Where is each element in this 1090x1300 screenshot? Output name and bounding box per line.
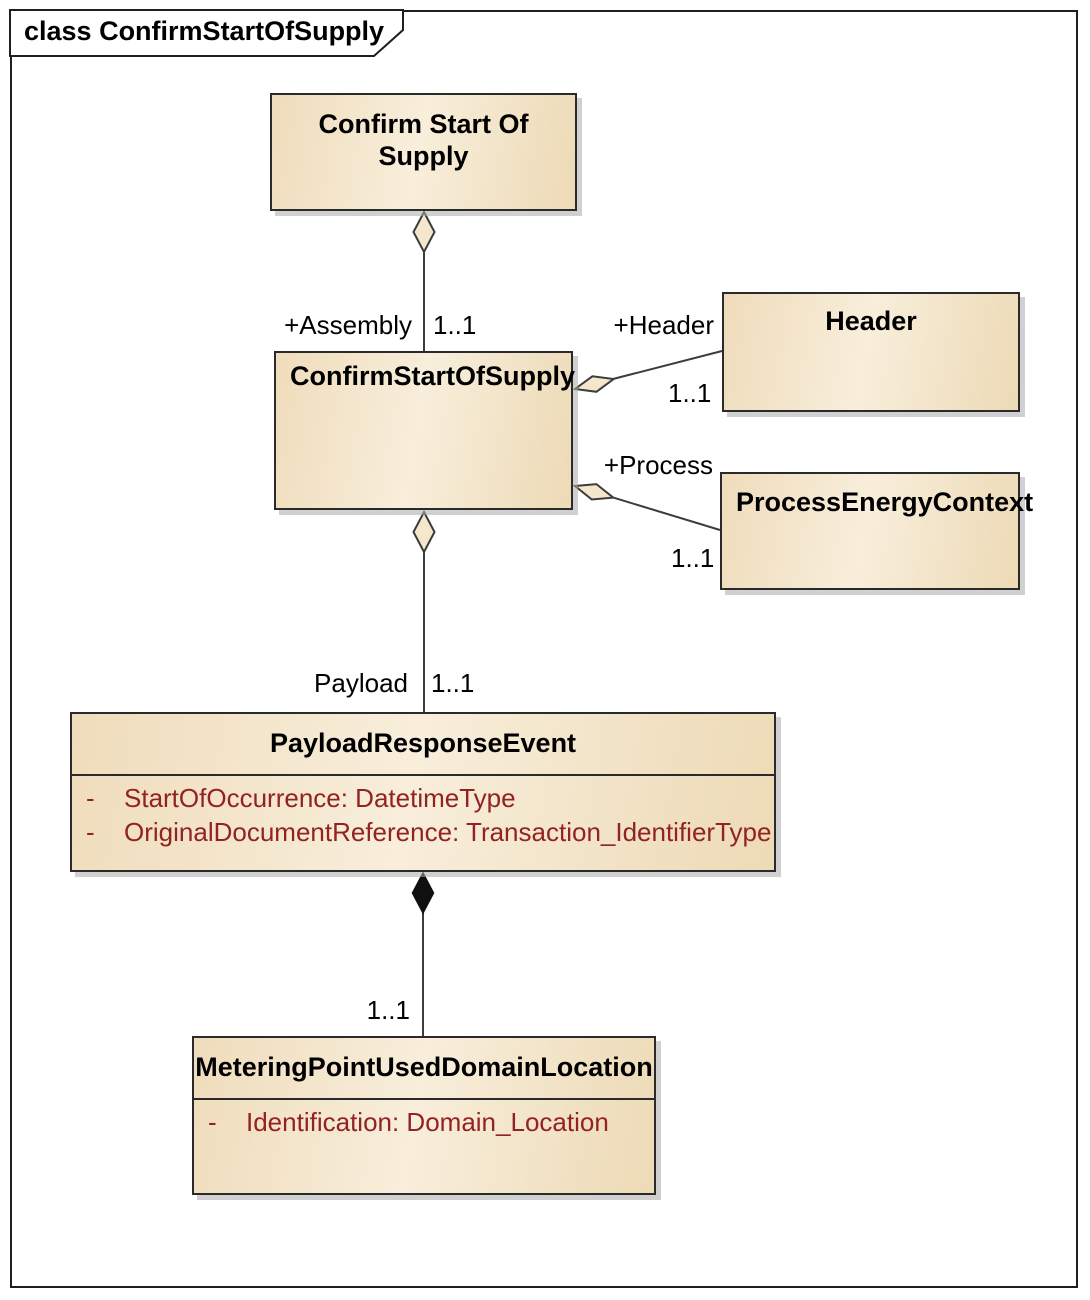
aggregation-diamond-icon bbox=[572, 483, 616, 501]
edge-process-aggregation[interactable] bbox=[572, 483, 721, 531]
composition-diamond-icon bbox=[411, 871, 435, 915]
aggregation-diamond-icon bbox=[412, 209, 436, 255]
edge-multiplicity-label: 1..1 bbox=[671, 543, 715, 573]
visibility-marker: - bbox=[86, 783, 95, 813]
attribute-text: StartOfOccurrence: DatetimeType bbox=[124, 783, 516, 813]
edge-header-aggregation[interactable] bbox=[572, 350, 723, 393]
attribute-row: - Identification: Domain_Location bbox=[194, 1105, 654, 1139]
attribute-text: Identification: Domain_Location bbox=[246, 1107, 609, 1137]
class-box-meteringpointuseddomainlocation[interactable]: MeteringPointUsedDomainLocation - Identi… bbox=[192, 1036, 656, 1195]
class-box-header[interactable]: Header bbox=[722, 292, 1020, 412]
class-title: Header bbox=[825, 306, 917, 336]
class-title: ConfirmStartOfSupply bbox=[290, 361, 576, 391]
edge-metering-composition[interactable] bbox=[411, 871, 435, 1036]
edge-multiplicity-label: 1..1 bbox=[366, 995, 410, 1025]
class-box-payloadresponseevent[interactable]: PayloadResponseEvent - StartOfOccurrence… bbox=[70, 712, 776, 872]
visibility-marker: - bbox=[208, 1107, 217, 1137]
class-title: MeteringPointUsedDomainLocation bbox=[195, 1052, 653, 1083]
attributes-compartment: - Identification: Domain_Location bbox=[194, 1098, 654, 1193]
edge-multiplicity-label: 1..1 bbox=[668, 378, 712, 408]
class-title: PayloadResponseEvent bbox=[269, 728, 577, 759]
class-title: ProcessEnergyContext bbox=[736, 487, 1034, 517]
class-box-confirmstartofsupply[interactable]: ConfirmStartOfSupply bbox=[274, 351, 576, 510]
edge-role-label: +Assembly bbox=[284, 310, 412, 340]
class-box-processenergycontext[interactable]: ProcessEnergyContext bbox=[720, 472, 1034, 590]
attribute-row: - StartOfOccurrence: DatetimeType bbox=[72, 781, 774, 815]
edge-role-label: +Process bbox=[603, 450, 713, 480]
attributes-compartment: - StartOfOccurrence: DatetimeType - Orig… bbox=[72, 774, 774, 870]
edge-payload-aggregation[interactable] bbox=[412, 509, 436, 712]
frame-title: class ConfirmStartOfSupply bbox=[24, 16, 385, 46]
attribute-row: - OriginalDocumentReference: Transaction… bbox=[72, 815, 774, 849]
edge-multiplicity-label: 1..1 bbox=[433, 310, 477, 340]
aggregation-diamond-icon bbox=[572, 375, 617, 393]
class-title: Confirm Start Of Supply bbox=[318, 109, 529, 171]
visibility-marker: - bbox=[86, 817, 95, 847]
edge-multiplicity-label: 1..1 bbox=[431, 668, 475, 698]
attribute-text: OriginalDocumentReference: Transaction_I… bbox=[124, 817, 772, 847]
edge-assembly-aggregation[interactable] bbox=[412, 209, 436, 351]
aggregation-diamond-icon bbox=[412, 509, 436, 555]
frame-title-tab bbox=[9, 9, 404, 57]
edge-role-label: Payload bbox=[314, 668, 408, 698]
class-box-confirm-start-of-supply[interactable]: Confirm Start Of Supply bbox=[270, 93, 577, 211]
edge-role-label: +Header bbox=[613, 310, 714, 340]
